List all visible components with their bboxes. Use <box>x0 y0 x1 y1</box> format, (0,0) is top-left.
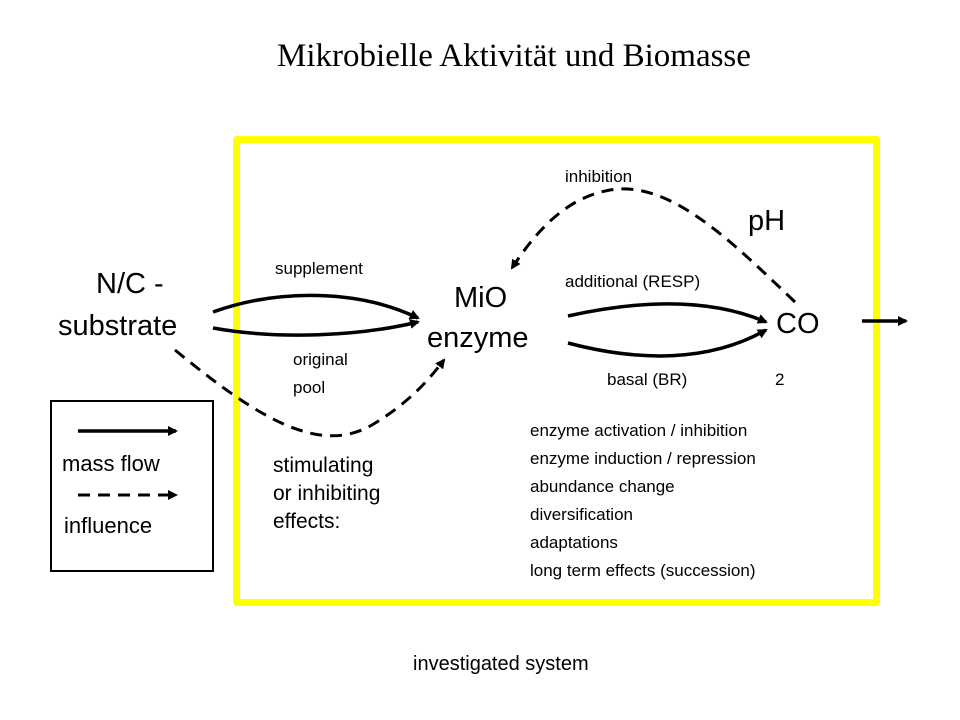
mio-node-line1: MiO <box>454 282 508 314</box>
supplement-arrow <box>212 293 420 320</box>
investigated-system-label: investigated system <box>413 653 589 675</box>
basal-br-label: basal (BR) <box>607 370 688 389</box>
effects-heading-line: stimulating <box>273 454 374 477</box>
inhibition-label: inhibition <box>565 167 633 186</box>
effects-list-item: enzyme activation / inhibition <box>530 421 748 440</box>
effects-list: enzyme activation / inhibition enzyme in… <box>530 417 756 585</box>
ph-inhibition-arrow <box>510 187 797 304</box>
additional-resp-label: additional (RESP) <box>565 272 701 291</box>
effects-list-item: long term effects (succession) <box>530 561 756 580</box>
effects-list-item: adaptations <box>530 533 618 552</box>
substrate-influence-arrow <box>174 348 446 438</box>
effects-heading: stimulating or inhibiting effects: <box>273 452 380 536</box>
page-title: Mikrobielle Aktivität und Biomasse <box>277 38 751 74</box>
effects-list-item: diversification <box>530 505 633 524</box>
substrate-node-line2: substrate <box>58 310 178 342</box>
co2-subscript: 2 <box>775 370 785 389</box>
legend-influence-label: influence <box>64 513 153 538</box>
effects-heading-line: or inhibiting <box>273 482 381 505</box>
investigated-system-box <box>233 136 880 606</box>
original-pool-arrow <box>212 319 420 337</box>
original-pool-label-line1: original <box>293 350 348 369</box>
mio-node-line2: enzyme <box>427 322 529 354</box>
effects-list-item: enzyme induction / repression <box>530 449 756 468</box>
substrate-node-line1: N/C - <box>96 268 164 300</box>
co2-node: CO <box>776 308 820 340</box>
ph-node: pH <box>748 205 786 237</box>
legend-mass-flow-label: mass flow <box>62 451 160 476</box>
additional-resp-arrow <box>567 302 768 324</box>
effects-list-item: abundance change <box>530 477 675 496</box>
legend-box <box>50 400 214 572</box>
original-pool-label-line2: pool <box>293 378 326 397</box>
effects-heading-line: effects: <box>273 510 341 533</box>
supplement-label: supplement <box>275 259 363 278</box>
basal-br-arrow <box>567 328 768 358</box>
